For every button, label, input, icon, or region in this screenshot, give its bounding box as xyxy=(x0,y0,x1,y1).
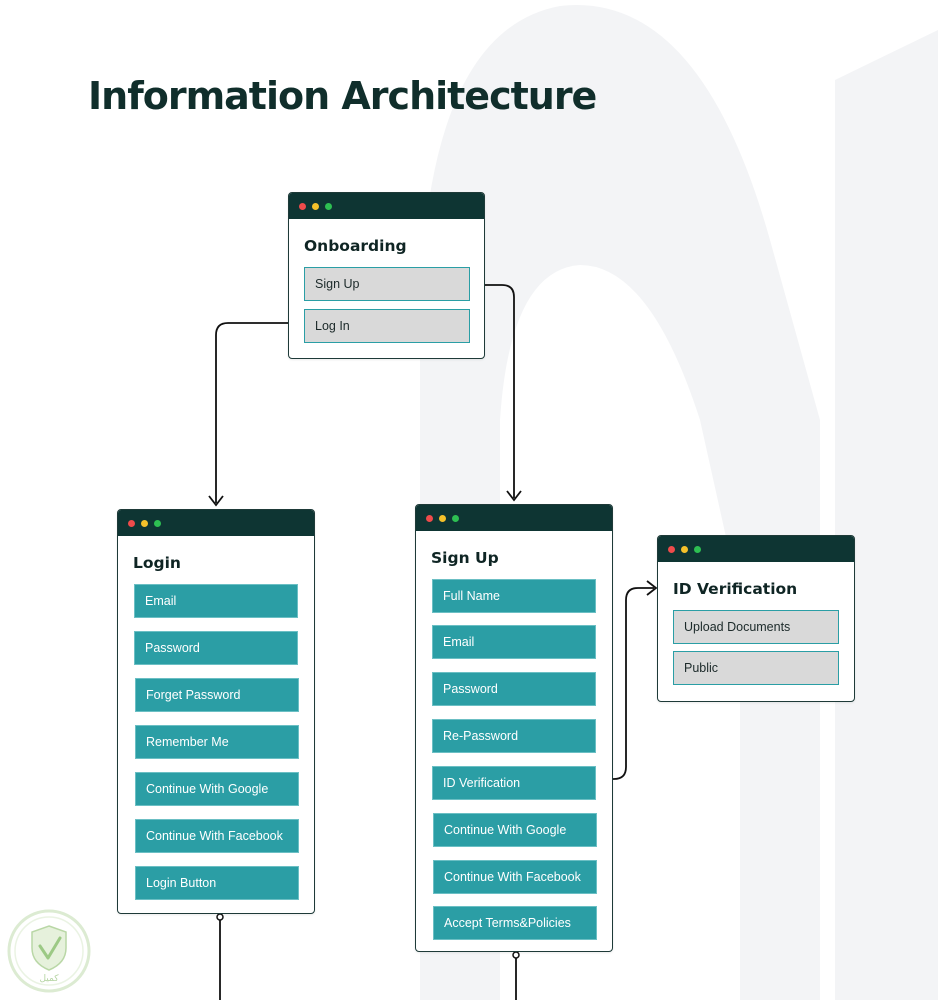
card-title-signup: Sign Up xyxy=(431,549,499,567)
watermark-text: كميل xyxy=(39,974,59,984)
close-dot-icon xyxy=(128,519,135,527)
maximize-dot-icon xyxy=(452,514,459,522)
login-item-login-button[interactable]: Login Button xyxy=(135,866,299,900)
login-item-password[interactable]: Password xyxy=(134,631,298,665)
watermark-logo: كميل xyxy=(7,909,91,993)
signup-card: Sign Up Full Name Email Password Re-Pass… xyxy=(415,504,613,952)
check-icon xyxy=(38,936,62,960)
page-title: Information Architecture xyxy=(88,74,597,118)
onboarding-item-log-in[interactable]: Log In xyxy=(304,309,470,343)
shield-icon xyxy=(31,925,67,971)
login-card: Login Email Password Forget Password Rem… xyxy=(117,509,315,914)
login-item-continue-facebook[interactable]: Continue With Facebook xyxy=(135,819,299,853)
login-item-continue-google[interactable]: Continue With Google xyxy=(135,772,299,806)
window-titlebar xyxy=(416,505,612,531)
window-titlebar xyxy=(289,193,484,219)
close-dot-icon xyxy=(299,202,306,210)
id-verification-card: ID Verification Upload Documents Public xyxy=(657,535,855,702)
minimize-dot-icon xyxy=(439,514,446,522)
signup-item-id-verification[interactable]: ID Verification xyxy=(432,766,596,800)
signup-item-email[interactable]: Email xyxy=(432,625,596,659)
window-titlebar xyxy=(118,510,314,536)
signup-item-accept-terms[interactable]: Accept Terms&Policies xyxy=(433,906,597,940)
signup-item-continue-facebook[interactable]: Continue With Facebook xyxy=(433,860,597,894)
maximize-dot-icon xyxy=(154,519,161,527)
minimize-dot-icon xyxy=(681,545,688,553)
close-dot-icon xyxy=(668,545,675,553)
minimize-dot-icon xyxy=(312,202,319,210)
card-title-login: Login xyxy=(133,554,181,572)
signup-item-full-name[interactable]: Full Name xyxy=(432,579,596,613)
login-item-email[interactable]: Email xyxy=(134,584,298,618)
close-dot-icon xyxy=(426,514,433,522)
id-item-upload-documents[interactable]: Upload Documents xyxy=(673,610,839,644)
login-item-remember-me[interactable]: Remember Me xyxy=(135,725,299,759)
maximize-dot-icon xyxy=(325,202,332,210)
card-title-id-verification: ID Verification xyxy=(673,580,798,598)
window-titlebar xyxy=(658,536,854,562)
id-item-public[interactable]: Public xyxy=(673,651,839,685)
signup-item-password[interactable]: Password xyxy=(432,672,596,706)
signup-item-re-password[interactable]: Re-Password xyxy=(432,719,596,753)
login-item-forget-password[interactable]: Forget Password xyxy=(135,678,299,712)
minimize-dot-icon xyxy=(141,519,148,527)
card-title-onboarding: Onboarding xyxy=(304,237,407,255)
maximize-dot-icon xyxy=(694,545,701,553)
onboarding-card: Onboarding Sign Up Log In xyxy=(288,192,485,359)
onboarding-item-sign-up[interactable]: Sign Up xyxy=(304,267,470,301)
signup-item-continue-google[interactable]: Continue With Google xyxy=(433,813,597,847)
